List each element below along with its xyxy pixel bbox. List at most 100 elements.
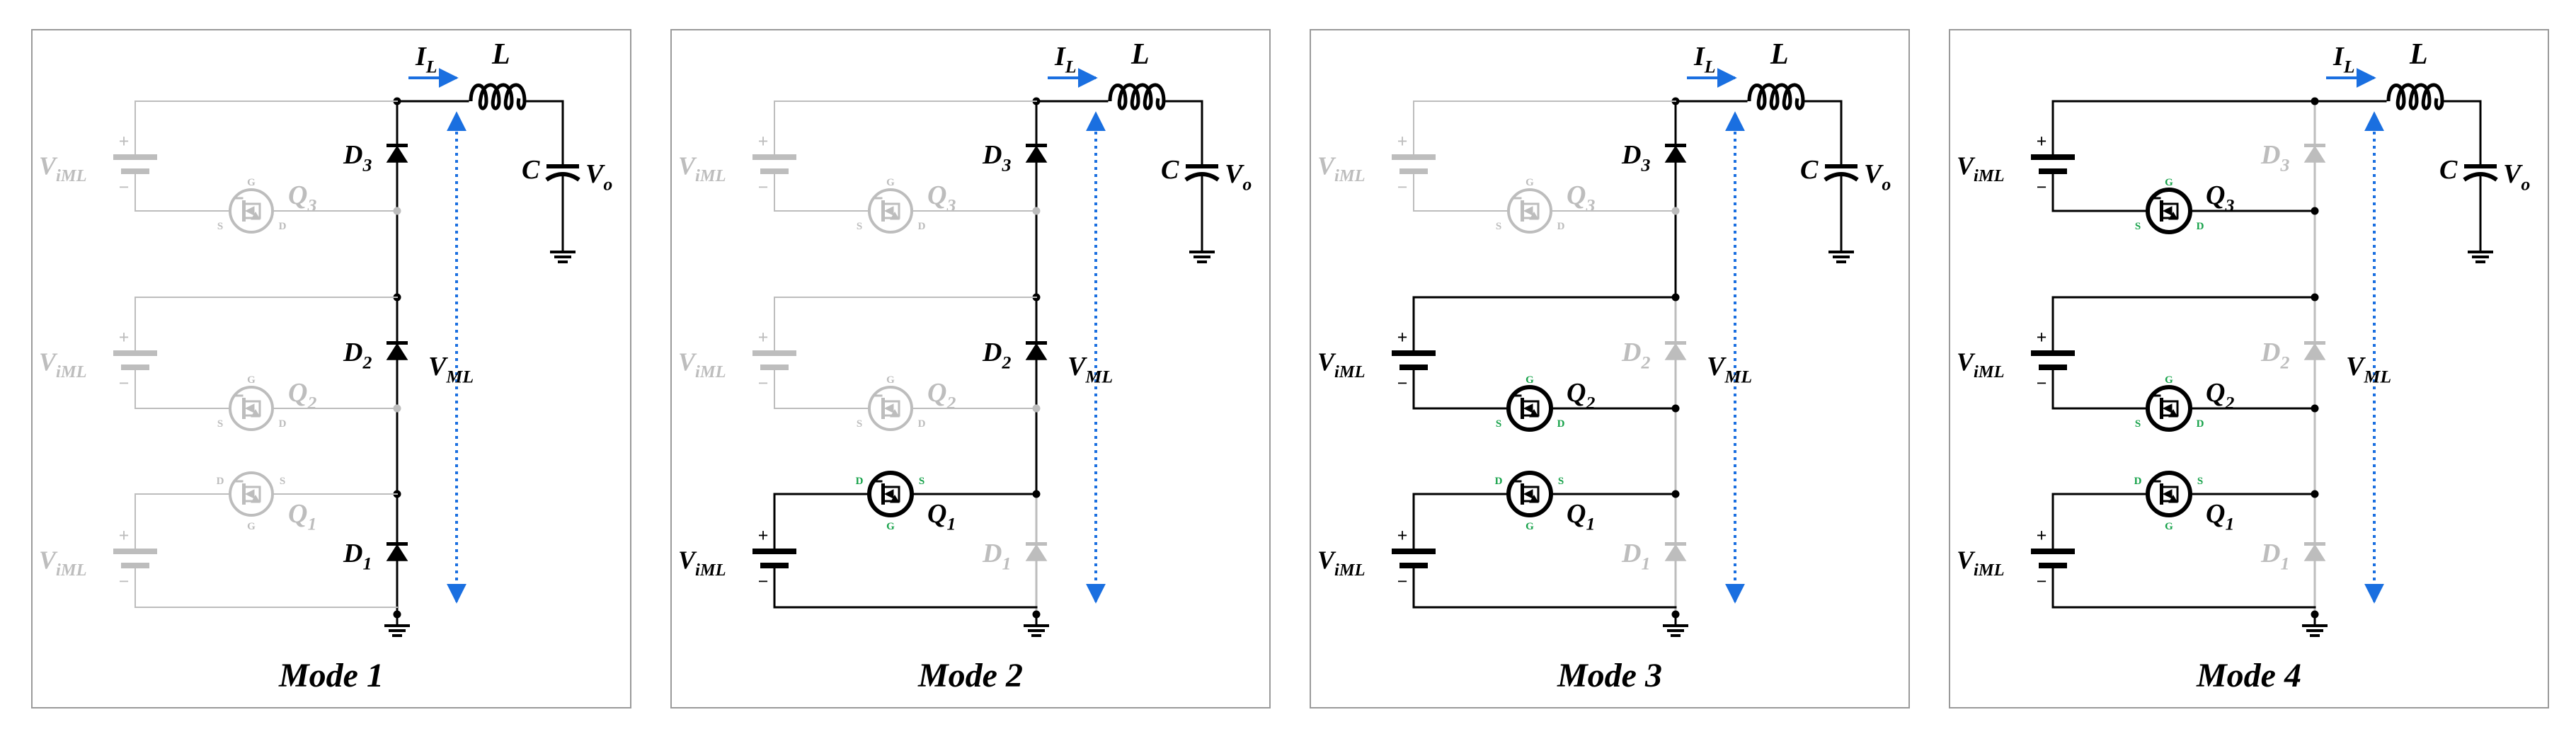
battery-icon: +− bbox=[113, 327, 157, 394]
mosfet-pin-g: G bbox=[1525, 374, 1534, 386]
mosfet-pin-right: D bbox=[1557, 221, 1565, 232]
mosfet-channel bbox=[1521, 483, 1524, 505]
vin-label-1: ViML bbox=[678, 546, 726, 580]
mosfet-arrow bbox=[1523, 206, 1533, 216]
battery-negative-plate bbox=[1399, 168, 1428, 174]
panel-title: Mode 2 bbox=[917, 657, 1023, 694]
switch-label-2: Q2 bbox=[2206, 378, 2234, 413]
battery-minus-sign: − bbox=[119, 571, 130, 592]
diode-label-2-sub: 2 bbox=[2279, 352, 2289, 373]
vo-label-base: V bbox=[1225, 159, 1244, 189]
mosfet-arrow bbox=[883, 403, 894, 413]
battery-minus-sign: − bbox=[1397, 571, 1408, 592]
mosfet-channel bbox=[881, 200, 885, 222]
capacitor-plate-top bbox=[1186, 164, 1218, 168]
diode-label-3-base: D bbox=[343, 140, 362, 170]
vml-label-base: V bbox=[2346, 352, 2366, 381]
diode-label-2: D2 bbox=[2260, 338, 2289, 373]
diode-label-1: D1 bbox=[343, 539, 372, 574]
mosfet-channel bbox=[242, 398, 246, 419]
battery-negative-plate bbox=[760, 168, 789, 174]
vin-label-3: ViML bbox=[1317, 151, 1366, 185]
vin-label-2: ViML bbox=[39, 348, 87, 381]
vml-label-sub: ML bbox=[2363, 367, 2391, 387]
mosfet-body-diode bbox=[251, 212, 261, 220]
switch-label-1-sub: 1 bbox=[1586, 514, 1595, 534]
battery-minus-sign: − bbox=[758, 177, 769, 197]
battery-positive-plate bbox=[1392, 154, 1436, 160]
capacitor-label: C bbox=[1800, 155, 1819, 185]
diode-label-2-sub: 2 bbox=[1001, 352, 1011, 373]
mosfet-pin-g: G bbox=[1525, 177, 1534, 188]
diode-bar bbox=[1665, 542, 1686, 546]
mosfet-pin-g: G bbox=[2165, 177, 2173, 188]
switch-label-2-base: Q bbox=[2206, 378, 2225, 408]
vml-label: VML bbox=[428, 352, 474, 387]
battery-icon: +− bbox=[2031, 525, 2075, 592]
il-label-base: I bbox=[2332, 42, 2345, 71]
mosfet-pin-left: S bbox=[1496, 418, 1501, 430]
mosfet-channel bbox=[1521, 200, 1524, 222]
inductor-label: L bbox=[1130, 38, 1150, 71]
mosfet-body-diode bbox=[890, 212, 900, 220]
il-label: IL bbox=[1693, 42, 1716, 77]
switch-label-2: Q2 bbox=[1567, 378, 1595, 413]
switch-label-1-base: Q bbox=[927, 499, 946, 529]
battery-positive-plate bbox=[1392, 350, 1436, 356]
switch-label-3-base: Q bbox=[288, 180, 307, 210]
diode-bar bbox=[2304, 341, 2325, 345]
mosfet-channel bbox=[2160, 398, 2163, 419]
ground-icon bbox=[1663, 613, 1688, 637]
capacitor-plate-bottom bbox=[1184, 172, 1220, 182]
mosfet-pin-g: G bbox=[247, 177, 256, 188]
inductor-label: L bbox=[1770, 38, 1789, 71]
mosfet-arrow bbox=[2162, 489, 2173, 499]
mosfet-pin-g: G bbox=[2165, 374, 2173, 386]
battery-negative-plate bbox=[760, 365, 789, 370]
mosfet-pin-g: G bbox=[886, 177, 895, 188]
switch-label-3: Q3 bbox=[2206, 180, 2234, 216]
mosfet-arrow bbox=[244, 489, 255, 499]
battery-positive-plate bbox=[113, 154, 157, 160]
vo-label: Vo bbox=[585, 159, 612, 195]
diode-bar bbox=[1026, 542, 1047, 546]
switch-label-3-base: Q bbox=[927, 180, 946, 210]
switch-label-1-sub: 1 bbox=[946, 514, 956, 534]
switch-label-2-sub: 2 bbox=[946, 393, 956, 413]
diode-label-3-sub: 3 bbox=[362, 155, 372, 176]
inductor-icon bbox=[1747, 83, 1805, 110]
battery-positive-plate bbox=[1392, 549, 1436, 554]
battery-positive-plate bbox=[752, 154, 796, 160]
vo-label-base: V bbox=[2503, 159, 2523, 189]
diode-label-3-sub: 3 bbox=[1001, 155, 1011, 176]
il-label: IL bbox=[1054, 42, 1077, 77]
mosfet-body-diode bbox=[1529, 212, 1539, 220]
mosfet-pin-left: D bbox=[2134, 476, 2142, 487]
vin-label-3: ViML bbox=[39, 151, 87, 185]
diode-label-2-base: D bbox=[2260, 338, 2280, 367]
diode-label-2-sub: 2 bbox=[1640, 352, 1650, 373]
vml-label-sub: ML bbox=[1084, 367, 1113, 387]
vin-label-3-base: V bbox=[1957, 151, 1976, 180]
switch-label-2-sub: 2 bbox=[307, 393, 316, 413]
vin-label-1: ViML bbox=[39, 546, 87, 580]
battery-minus-sign: − bbox=[119, 373, 130, 394]
mosfet-pin-left: D bbox=[217, 476, 224, 487]
vml-label: VML bbox=[1707, 352, 1752, 387]
mosfet-pin-right: D bbox=[2197, 221, 2204, 232]
inductor-label: L bbox=[491, 38, 510, 71]
battery-positive-plate bbox=[752, 549, 796, 554]
vo-label-sub: o bbox=[1242, 174, 1252, 195]
battery-minus-sign: − bbox=[758, 571, 769, 592]
battery-plus-sign: + bbox=[2037, 525, 2047, 546]
switch-label-3: Q3 bbox=[927, 180, 956, 216]
